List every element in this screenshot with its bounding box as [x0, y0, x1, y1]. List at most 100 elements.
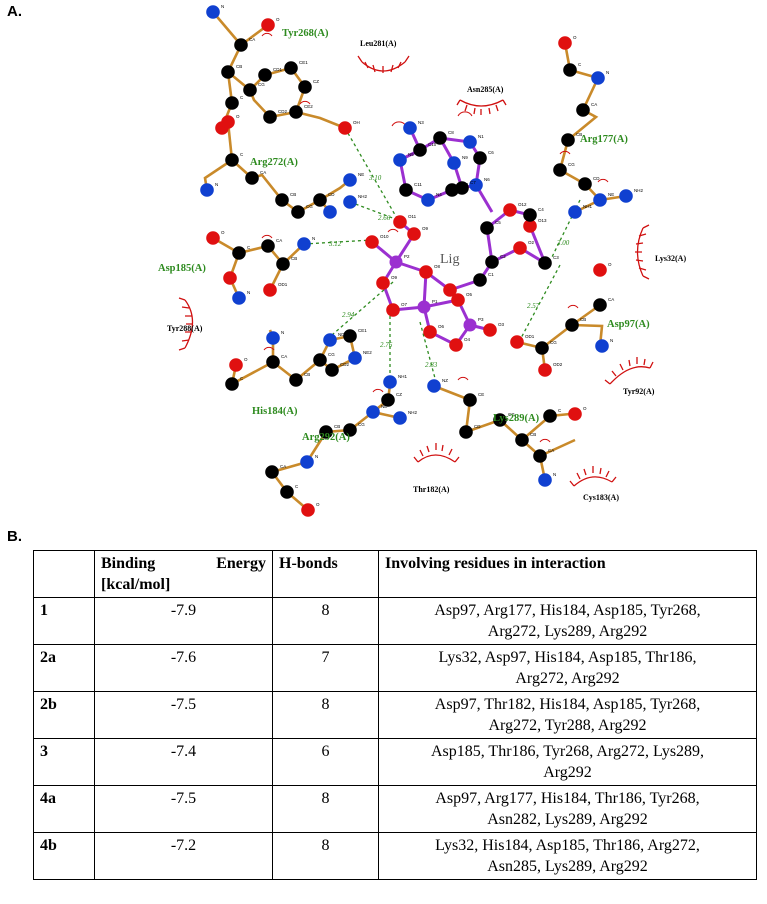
- carbon-atom: [284, 61, 298, 75]
- atom-name-label: C: [240, 152, 244, 157]
- atom-name-label: C3: [553, 255, 559, 260]
- atom-name-label: N: [312, 236, 315, 241]
- carbon-atom: [535, 341, 549, 355]
- atom-name-label: C6: [488, 150, 494, 155]
- atom-name-label: ND1: [338, 332, 347, 337]
- nitrogen-atom: [383, 375, 397, 389]
- atom-name-label: OD1: [278, 282, 288, 287]
- atom-name-label: CE2: [304, 104, 313, 109]
- hbond-distance-label: 2.94: [342, 311, 355, 319]
- atom-name-label: CZ: [313, 79, 319, 84]
- oxygen-atom: [338, 121, 352, 135]
- carbon-atom: [343, 329, 357, 343]
- oxygen-atom: [365, 235, 379, 249]
- atom-name-label: O9: [422, 226, 429, 231]
- atom-name-label: CD: [593, 176, 600, 181]
- nitrogen-atom: [393, 153, 407, 167]
- atom-name-label: O: [573, 35, 577, 40]
- nitrogen-atom: [593, 193, 607, 207]
- atom-name-label: CG: [568, 162, 575, 167]
- nitrogen-atom: [200, 183, 214, 197]
- hbond-distance-label: 2.76: [380, 341, 393, 349]
- atom-name-label: O8: [434, 264, 441, 269]
- atom-name-label: C8: [448, 130, 454, 135]
- binding-energy: -7.2: [94, 832, 273, 880]
- atom-name-label: N: [553, 472, 556, 477]
- interacting-residues: Asp97, Arg177, His184, Asp185, Tyr268,Ar…: [378, 597, 757, 645]
- hbond-distance-label: 3.10: [368, 174, 382, 182]
- oxygen-atom: [503, 203, 517, 217]
- atom-name-label: NE: [381, 404, 387, 409]
- atom-name-label: O: [276, 17, 280, 22]
- interacting-residues: Asp97, Arg177, His184, Thr186, Tyr268,As…: [378, 785, 757, 833]
- nitrogen-atom: [421, 193, 435, 207]
- oxygen-atom: [423, 325, 437, 339]
- binding-energy: -7.6: [94, 644, 273, 692]
- atom-name-label: O11: [408, 214, 417, 219]
- atom-name-label: N: [281, 330, 284, 335]
- panel-a-label: A.: [7, 3, 22, 20]
- carbon-atom: [291, 205, 305, 219]
- atom-name-label: O6: [438, 324, 445, 329]
- atom-name-label: O5: [466, 292, 473, 297]
- header-id: [33, 550, 95, 598]
- nitrogen-atom: [619, 189, 633, 203]
- nitrogen-atom: [266, 331, 280, 345]
- atom-name-label: CB: [580, 317, 586, 322]
- nitrogen-atom: [348, 351, 362, 365]
- atom-name-label: N9: [462, 155, 468, 160]
- compound-id: 2a: [33, 644, 95, 692]
- atom-name-label: NE: [358, 172, 364, 177]
- atom-name-label: P2: [404, 254, 410, 259]
- residues-line-1: Asp97, Thr182, His184, Asp185, Tyr268,: [434, 696, 701, 713]
- atom-name-label: O: [244, 357, 248, 362]
- atom-name-label: P3: [478, 317, 484, 322]
- nitrogen-atom: [343, 195, 357, 209]
- atom-name-label: CE1: [358, 328, 367, 333]
- carbon-atom: [533, 449, 547, 463]
- nitrogen-atom: [232, 291, 246, 305]
- atom-name-label: C11: [414, 182, 422, 187]
- atom-name-label: NH1: [583, 204, 592, 209]
- residue-label-tyr268: Tyr268(A): [282, 28, 329, 39]
- residues-line-1: Asp97, Arg177, His184, Thr186, Tyr268,: [435, 790, 700, 807]
- atom-name-label: C: [558, 408, 562, 413]
- nitrogen-atom: [393, 411, 407, 425]
- atom-name-label: O: [608, 262, 612, 267]
- oxygen-atom: [221, 115, 235, 129]
- atom-name-label: CB: [290, 192, 296, 197]
- carbon-atom: [473, 273, 487, 287]
- carbon-atom: [593, 298, 607, 312]
- carbon-atom: [565, 318, 579, 332]
- phosphorus-atom: [389, 255, 403, 269]
- header-unit: [kcal/mol]: [101, 576, 171, 593]
- oxygen-atom: [451, 293, 465, 307]
- atom-name-label: NE: [608, 192, 614, 197]
- carbon-atom: [221, 65, 235, 79]
- atom-name-label: CG: [358, 422, 365, 427]
- carbon-atom: [553, 163, 567, 177]
- oxygen-atom: [419, 265, 433, 279]
- phosphorus-atom: [463, 318, 477, 332]
- carbon-atom: [261, 239, 275, 253]
- atom-name-label: O: [236, 114, 240, 119]
- carbon-atom: [263, 110, 277, 124]
- carbon-atom: [319, 425, 333, 439]
- atom-name-label: CB: [304, 372, 310, 377]
- atom-name-label: CD: [474, 424, 481, 429]
- binding-energy: -7.5: [94, 785, 273, 833]
- carbon-atom: [473, 151, 487, 165]
- atom-name-label: O13: [538, 218, 547, 223]
- header-energy-word: Energy: [216, 555, 266, 572]
- hydrophobic-label-asn285: Asn285(A): [467, 85, 504, 94]
- atom-name-label: N: [315, 454, 318, 459]
- atom-name-label: CD1: [273, 67, 282, 72]
- atom-name-label: CG: [508, 412, 515, 417]
- oxygen-atom: [376, 276, 390, 290]
- carbon-atom: [480, 221, 494, 235]
- hydrophobic-label-cys183: Cys183(A): [583, 493, 619, 502]
- hydrophobic-contacts: [178, 32, 654, 487]
